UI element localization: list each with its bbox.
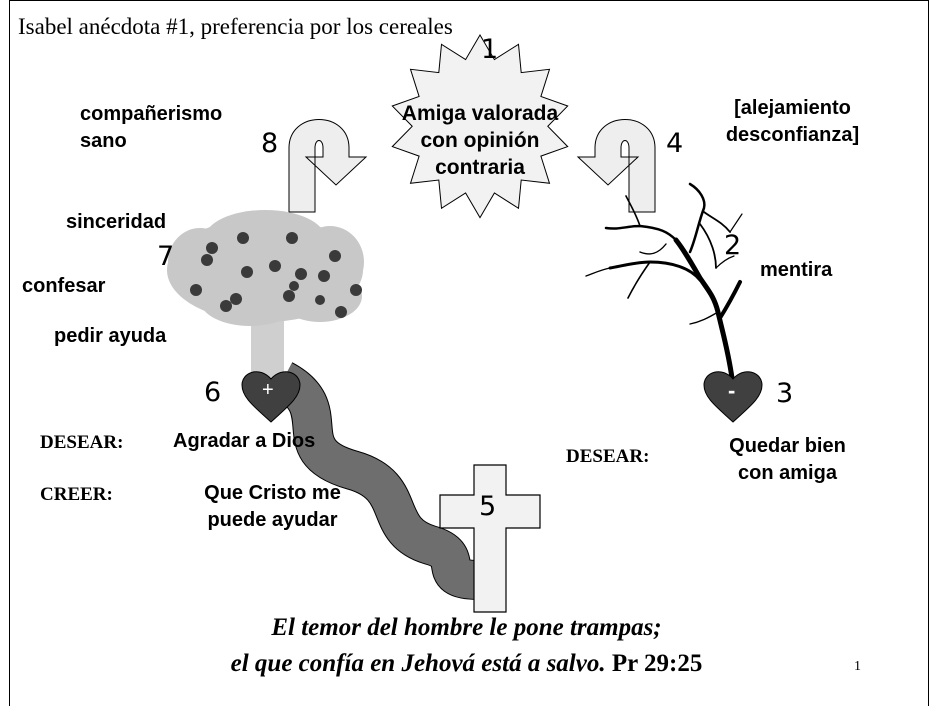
heart-left: [241, 371, 301, 423]
verse-reference: Pr 29:25: [611, 650, 703, 677]
apple-tree: [167, 210, 364, 382]
left-belief-key: CREER:: [40, 484, 113, 505]
companionship-line-2: sano: [80, 130, 127, 152]
verse-line-1: El temor del hombre le pone trampas;: [271, 614, 662, 641]
bare-tree: [585, 182, 743, 381]
star-line-3: contraria: [435, 156, 525, 179]
page-number: 1: [854, 659, 861, 674]
tree-label-confesar: confesar: [22, 275, 106, 297]
tree-label-pedir-ayuda: pedir ayuda: [54, 325, 167, 347]
cross: [439, 464, 541, 613]
heart-plus-sign: +: [262, 379, 274, 401]
step-number-3: 3: [776, 378, 794, 409]
star-line-1: Amiga valorada: [401, 102, 559, 125]
heart-right: [703, 371, 763, 423]
desire-line-2: con amiga: [738, 462, 837, 484]
companionship-label: compañerismo sano: [80, 101, 222, 155]
left-desire-key: DESEAR:: [40, 432, 124, 453]
desire-line-1: Quedar bien: [729, 435, 846, 457]
companionship-line-1: compañerismo: [80, 103, 223, 125]
verse-line-2-container: el que confía en Jehová está a salvo. Pr…: [0, 646, 933, 682]
star-line-2: con opinión: [420, 129, 540, 152]
curved-arrow-right: [576, 119, 656, 213]
step-number-1: 1: [481, 34, 499, 65]
step-number-8: 8: [261, 128, 279, 159]
tree-label-mentira: mentira: [760, 259, 833, 281]
verse-line-2: el que confía en Jehová está a salvo.: [230, 650, 606, 677]
slide-frame: [9, 0, 929, 706]
step-number-7: 7: [157, 241, 175, 272]
right-desire-value: Quedar bien con amiga: [700, 433, 875, 487]
star-burst: [391, 34, 569, 219]
left-desire-value: Agradar a Dios: [173, 430, 316, 452]
distrust-label: [alejamiento desconfianza]: [705, 95, 880, 149]
step-number-6: 6: [204, 377, 222, 408]
star-text: Amiga valorada con opinión contraria: [380, 100, 580, 181]
curved-arrow-left: [288, 119, 368, 213]
step-number-5: 5: [479, 491, 497, 522]
distrust-line-1: [alejamiento: [734, 97, 851, 119]
belief-line-1: Que Cristo me: [204, 482, 341, 504]
heart-minus-sign: -: [728, 378, 736, 403]
belief-line-2: puede ayudar: [207, 509, 338, 531]
slide-title: Isabel anécdota #1, preferencia por los …: [18, 14, 453, 39]
step-number-4: 4: [666, 128, 684, 159]
step-number-2: 2: [724, 230, 742, 261]
left-belief-value: Que Cristo me puede ayudar: [175, 480, 370, 534]
distrust-line-2: desconfianza]: [725, 124, 860, 146]
right-desire-key: DESEAR:: [566, 446, 650, 467]
tree-label-sinceridad: sinceridad: [66, 211, 167, 233]
